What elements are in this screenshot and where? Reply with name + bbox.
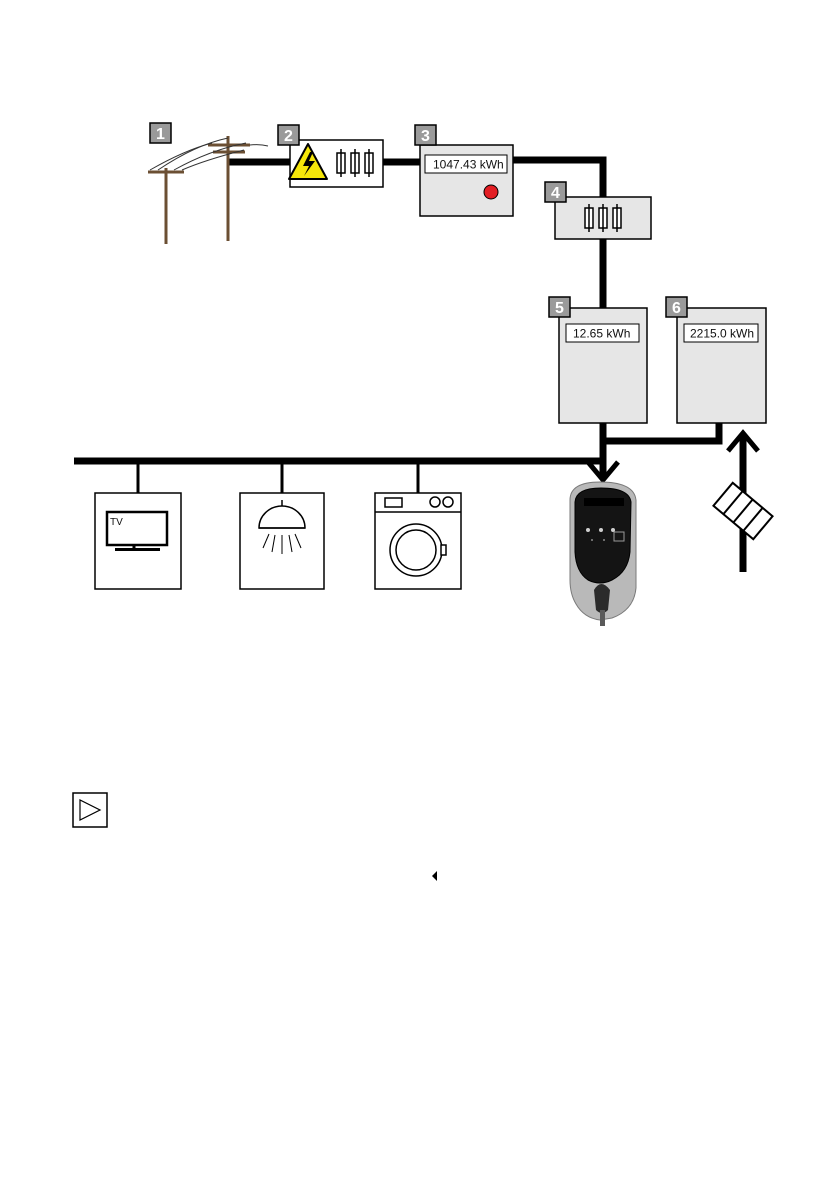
tv-label: TV (110, 517, 123, 528)
badge-2: 2 (278, 125, 299, 145)
badge-6: 6 (666, 297, 687, 317)
wire-meter6-link (603, 423, 719, 441)
fuse-icon (337, 149, 373, 177)
badge-number: 5 (555, 300, 564, 317)
badge-3: 3 (415, 125, 436, 145)
lamp-appliance (240, 493, 324, 589)
tv-appliance: TV (95, 493, 181, 589)
badge-number: 3 (421, 128, 430, 145)
badge-number: 2 (284, 128, 293, 145)
appliance-drops (138, 461, 418, 493)
solar-panel-icon (713, 483, 772, 539)
triangle-left-icon (432, 871, 437, 881)
main-meter-reading: 1047.43 kWh (433, 158, 504, 172)
badge-number: 6 (672, 300, 681, 317)
badge-1: 1 (150, 123, 171, 143)
solar-meter-reading: 2215.0 kWh (690, 327, 754, 341)
fuse-icon (585, 204, 621, 232)
washing-machine-appliance (375, 493, 461, 589)
badge-4: 4 (545, 182, 566, 202)
charger-meter-reading: 12.65 kWh (573, 327, 630, 341)
ev-charger-icon (570, 482, 636, 626)
badge-5: 5 (549, 297, 570, 317)
badge-number: 1 (156, 126, 165, 143)
badge-number: 4 (551, 185, 560, 202)
meter-led (484, 185, 498, 199)
utility-pole-icon (148, 136, 268, 244)
play-button[interactable] (73, 793, 107, 827)
